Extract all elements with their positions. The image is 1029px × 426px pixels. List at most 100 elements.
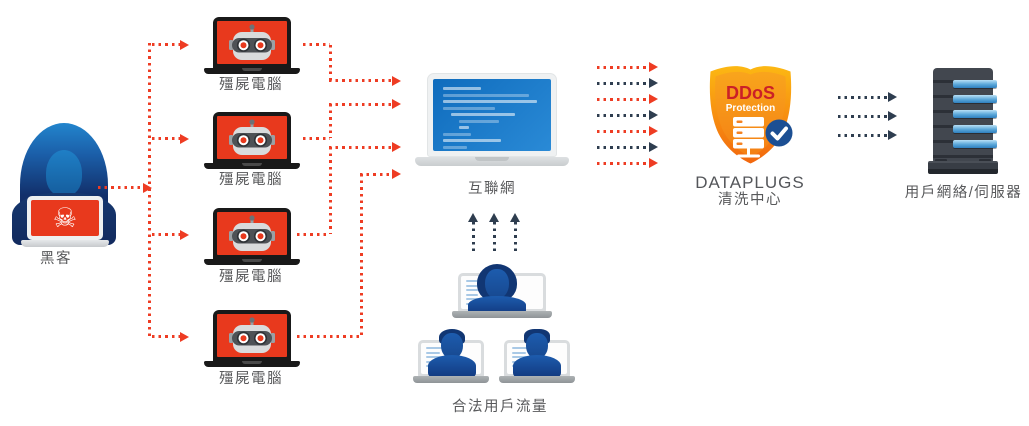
legit-traffic-arrow-head: [489, 213, 499, 222]
legit-traffic-arrow: [597, 113, 649, 117]
attack-traffic-arrow: [597, 129, 649, 133]
zombie-laptop-base: [204, 68, 300, 74]
attack-traffic-arrow-head: [392, 169, 401, 179]
legit-traffic-arrow-head: [888, 92, 897, 102]
attack-traffic-arrow-head: [649, 94, 658, 104]
hacker-laptop: ☠: [27, 196, 103, 240]
attack-traffic-arrow: [148, 43, 151, 338]
robot-icon: [229, 118, 275, 155]
ddos-badge-title: DDoS: [726, 83, 775, 103]
hacker-laptop-base: [21, 240, 109, 247]
zombie-laptop-screen: [213, 17, 291, 68]
zombie-screen-display: [217, 314, 287, 357]
male-user-head: [526, 333, 548, 359]
hacker-laptop-screen: ☠: [31, 200, 99, 236]
zombie-screen-display: [217, 21, 287, 64]
attack-traffic-arrow: [303, 43, 330, 46]
attack-traffic-arrow-head: [180, 39, 189, 50]
legit-traffic-arrow: [492, 222, 496, 252]
zombie-computer-3: [204, 208, 300, 265]
zombie-laptop-base: [204, 259, 300, 265]
robot-icon: [229, 23, 275, 60]
attack-traffic-arrow: [152, 233, 180, 236]
attack-traffic-arrow: [303, 137, 330, 140]
female-user-head: [485, 269, 509, 299]
user-laptop-base: [452, 311, 552, 318]
attack-traffic-arrow: [597, 97, 649, 101]
attack-traffic-arrow-head: [392, 75, 401, 86]
ddos-badge-subtitle: Protection: [726, 103, 775, 114]
legit-traffic-arrow: [838, 114, 888, 118]
server-body: [933, 68, 997, 162]
zombie-screen-display: [217, 116, 287, 159]
legit-traffic-arrow: [513, 222, 517, 252]
attack-traffic-arrow-head: [392, 99, 401, 109]
attack-traffic-arrow-head: [180, 331, 189, 342]
server-label: 用戶網絡/伺服器: [904, 185, 1023, 201]
legit-traffic-arrow-head: [649, 110, 658, 120]
shield-icon: DDoS Protection: [709, 66, 793, 164]
attack-traffic-arrow-head: [649, 158, 658, 168]
attack-traffic-arrow: [360, 174, 363, 336]
cleaning-center-label: 清洗中心: [718, 192, 782, 208]
internet-laptop-base: [415, 157, 569, 166]
legit-traffic-arrow-head: [468, 213, 478, 222]
server-stack-icon: [733, 117, 764, 158]
legit-traffic-arrow-head: [888, 111, 897, 121]
zombie-laptop-base: [204, 163, 300, 169]
zombie-laptop-base: [204, 361, 300, 367]
attack-traffic-arrow: [98, 186, 143, 189]
brand-label: DATAPLUGS: [695, 173, 805, 192]
hacker-face: [46, 150, 82, 196]
internet-laptop: [427, 73, 557, 157]
zombie-laptop-screen: [213, 208, 291, 259]
zombie-label-2: 殭屍電腦: [219, 172, 283, 188]
user-laptop-base: [413, 376, 489, 383]
check-badge-icon: [765, 119, 793, 147]
zombie-label-4: 殭屍電腦: [219, 371, 283, 387]
attack-traffic-arrow: [152, 43, 180, 46]
zombie-computer-4: [204, 310, 300, 367]
zombie-laptop-screen: [213, 112, 291, 163]
hacker-label: 黑客: [40, 251, 72, 267]
attack-traffic-arrow: [329, 104, 332, 138]
attack-traffic-arrow: [152, 137, 180, 140]
skull-crossbones-icon: ☠: [52, 202, 78, 233]
attack-traffic-arrow-head: [180, 229, 189, 240]
attack-traffic-arrow: [329, 145, 392, 149]
legit-traffic-arrow: [597, 145, 649, 149]
attack-traffic-arrow: [360, 172, 392, 176]
attack-traffic-arrow: [329, 147, 332, 234]
legit-traffic-arrow-head: [510, 213, 520, 222]
attack-traffic-arrow: [152, 335, 180, 338]
robot-icon: [229, 214, 275, 251]
male-user-head: [441, 333, 463, 359]
internet-laptop-screen: [433, 79, 551, 151]
user-laptop-base: [499, 376, 575, 383]
male-user-torso: [513, 355, 561, 377]
zombie-computer-2: [204, 112, 300, 169]
attack-traffic-arrow: [329, 44, 332, 81]
zombie-computer-1: [204, 17, 300, 74]
legit-traffic-arrow: [471, 222, 475, 252]
legit-traffic-arrow: [597, 81, 649, 85]
legit-traffic-arrow: [838, 133, 888, 137]
male-user-torso: [428, 355, 476, 377]
attack-traffic-arrow: [329, 102, 392, 106]
ddos-shield: DDoS Protection: [703, 61, 798, 172]
robot-icon: [229, 316, 275, 353]
attack-traffic-arrow: [329, 79, 392, 82]
legit-traffic-arrow-head: [649, 142, 658, 152]
legit-traffic-arrow-head: [649, 78, 658, 88]
attack-traffic-arrow: [297, 335, 362, 338]
attack-traffic-arrow-head: [180, 133, 189, 144]
zombie-label-3: 殭屍電腦: [219, 269, 283, 285]
attack-traffic-arrow: [297, 233, 330, 236]
attack-traffic-arrow-head: [143, 182, 152, 193]
legit-traffic-arrow-head: [888, 130, 897, 140]
internet-label: 互聯網: [468, 181, 516, 197]
server-base: [928, 161, 998, 174]
zombie-screen-display: [217, 212, 287, 255]
attack-traffic-arrow-head: [649, 126, 658, 136]
